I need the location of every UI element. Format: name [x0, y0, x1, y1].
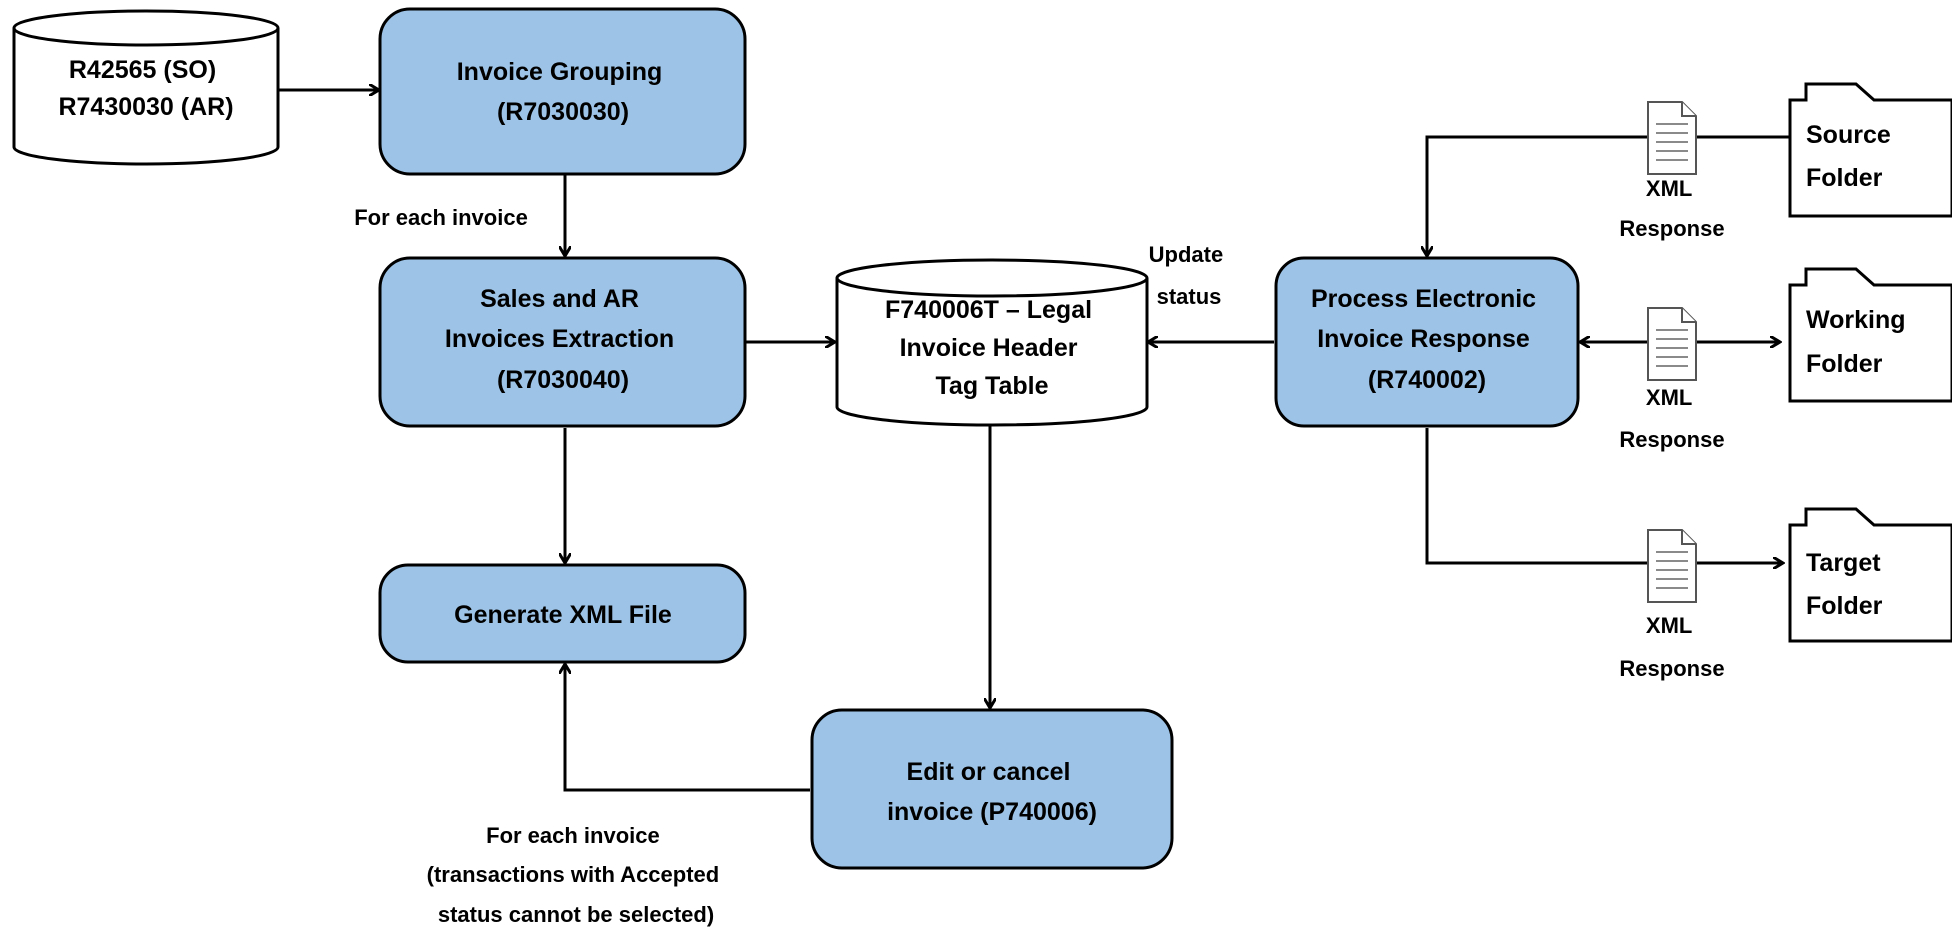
- folder-icon: [1788, 267, 1952, 403]
- working-folder[interactable]: Working Folder: [1788, 267, 1952, 403]
- edges: [279, 90, 1790, 792]
- edge-response-to-target-folder: [1425, 428, 1783, 563]
- tag-table-line-2: Invoice Header: [900, 334, 1078, 362]
- source-folder-line-1: Source: [1806, 121, 1891, 149]
- process-response-line-1: Process Electronic: [1311, 285, 1536, 313]
- folder-icon: [1788, 82, 1952, 218]
- database-cylinder-icon: [12, 28, 280, 166]
- label-xml-response-1: XML Response: [1619, 176, 1724, 241]
- tag-table-line-1: F740006T – Legal: [885, 296, 1092, 324]
- invoice-grouping-title: Invoice Grouping: [457, 58, 663, 86]
- extraction-line-3: (R7030040): [497, 366, 629, 394]
- extraction-line-1: Sales and AR: [480, 285, 639, 313]
- svg-text:Working Folder: Working Folder: [1806, 306, 1913, 378]
- source-database[interactable]: R42565 (SO) R7430030 (AR): [12, 9, 280, 166]
- svg-text:Target Folder: Target Folder: [1806, 549, 1888, 620]
- edge-edit-to-generate: [565, 664, 810, 792]
- generate-xml-node[interactable]: Generate XML File: [378, 563, 747, 664]
- svg-text:R42565 (SO) R7430030 (A: R42565 (SO) R7430030 (AR): [58, 56, 233, 121]
- label-xml-response-3: XML Response: [1619, 613, 1724, 681]
- folder-icon: [1788, 507, 1952, 643]
- svg-text:Edit or cancel invoice (: Edit or cancel invoice (P740006): [887, 758, 1097, 826]
- tag-table-line-3: Tag Table: [936, 372, 1049, 400]
- tag-table-database[interactable]: F740006T – Legal Invoice Header Tag Tabl…: [835, 258, 1149, 427]
- extraction-node[interactable]: Sales and AR Invoices Extraction (R70300…: [378, 256, 747, 428]
- svg-text:Sales and AR Invoices Ex: Sales and AR Invoices Extraction (R70300…: [445, 285, 681, 394]
- label-for-each-invoice-bottom: For each invoice (transactions with Acce…: [427, 823, 726, 927]
- process-response-line-2: Invoice Response: [1317, 325, 1530, 353]
- label-update-status: Update status: [1149, 242, 1230, 309]
- working-folder-line-2: Folder: [1806, 350, 1883, 378]
- working-folder-line-1: Working: [1806, 306, 1906, 334]
- document-icon: [1647, 529, 1697, 603]
- label-for-each-invoice-top: For each invoice: [354, 205, 528, 230]
- invoice-grouping-code: (R7030030): [497, 98, 629, 126]
- generate-xml-title: Generate XML File: [454, 601, 672, 629]
- extraction-line-2: Invoices Extraction: [445, 325, 674, 353]
- edit-cancel-line-1: Edit or cancel: [907, 758, 1071, 786]
- document-icon: [1647, 307, 1697, 381]
- invoice-grouping-node[interactable]: Invoice Grouping (R7030030): [378, 7, 747, 176]
- process-response-node[interactable]: Process Electronic Invoice Response (R74…: [1274, 256, 1580, 428]
- svg-text:Generate XML File: Generate XML File: [454, 601, 672, 629]
- target-folder[interactable]: Target Folder: [1788, 507, 1952, 643]
- source-folder-line-2: Folder: [1806, 164, 1883, 192]
- svg-text:Invoice Grouping (R70300: Invoice Grouping (R7030030): [457, 58, 670, 126]
- target-folder-line-2: Folder: [1806, 592, 1883, 620]
- label-xml-response-2: XML Response: [1619, 385, 1724, 452]
- source-db-line-1: R42565 (SO): [69, 56, 216, 84]
- document-icon: [1647, 101, 1697, 175]
- edge-source-folder-to-response: [1427, 135, 1790, 256]
- edit-cancel-line-2: invoice (P740006): [887, 798, 1097, 826]
- database-cylinder-icon: [835, 278, 1149, 427]
- edit-cancel-node[interactable]: Edit or cancel invoice (P740006): [810, 708, 1174, 870]
- svg-text:Source Folder: Source Folder: [1806, 121, 1898, 192]
- svg-text:Process Electronic Invoi: Process Electronic Invoice Response (R74…: [1311, 285, 1543, 394]
- svg-text:F740006T – Legal Invoice: F740006T – Legal Invoice Header Tag Tabl…: [885, 296, 1099, 400]
- source-db-line-2: R7430030 (AR): [58, 93, 233, 121]
- source-folder[interactable]: Source Folder: [1788, 82, 1952, 218]
- target-folder-line-1: Target: [1806, 549, 1881, 577]
- process-response-line-3: (R740002): [1368, 366, 1486, 394]
